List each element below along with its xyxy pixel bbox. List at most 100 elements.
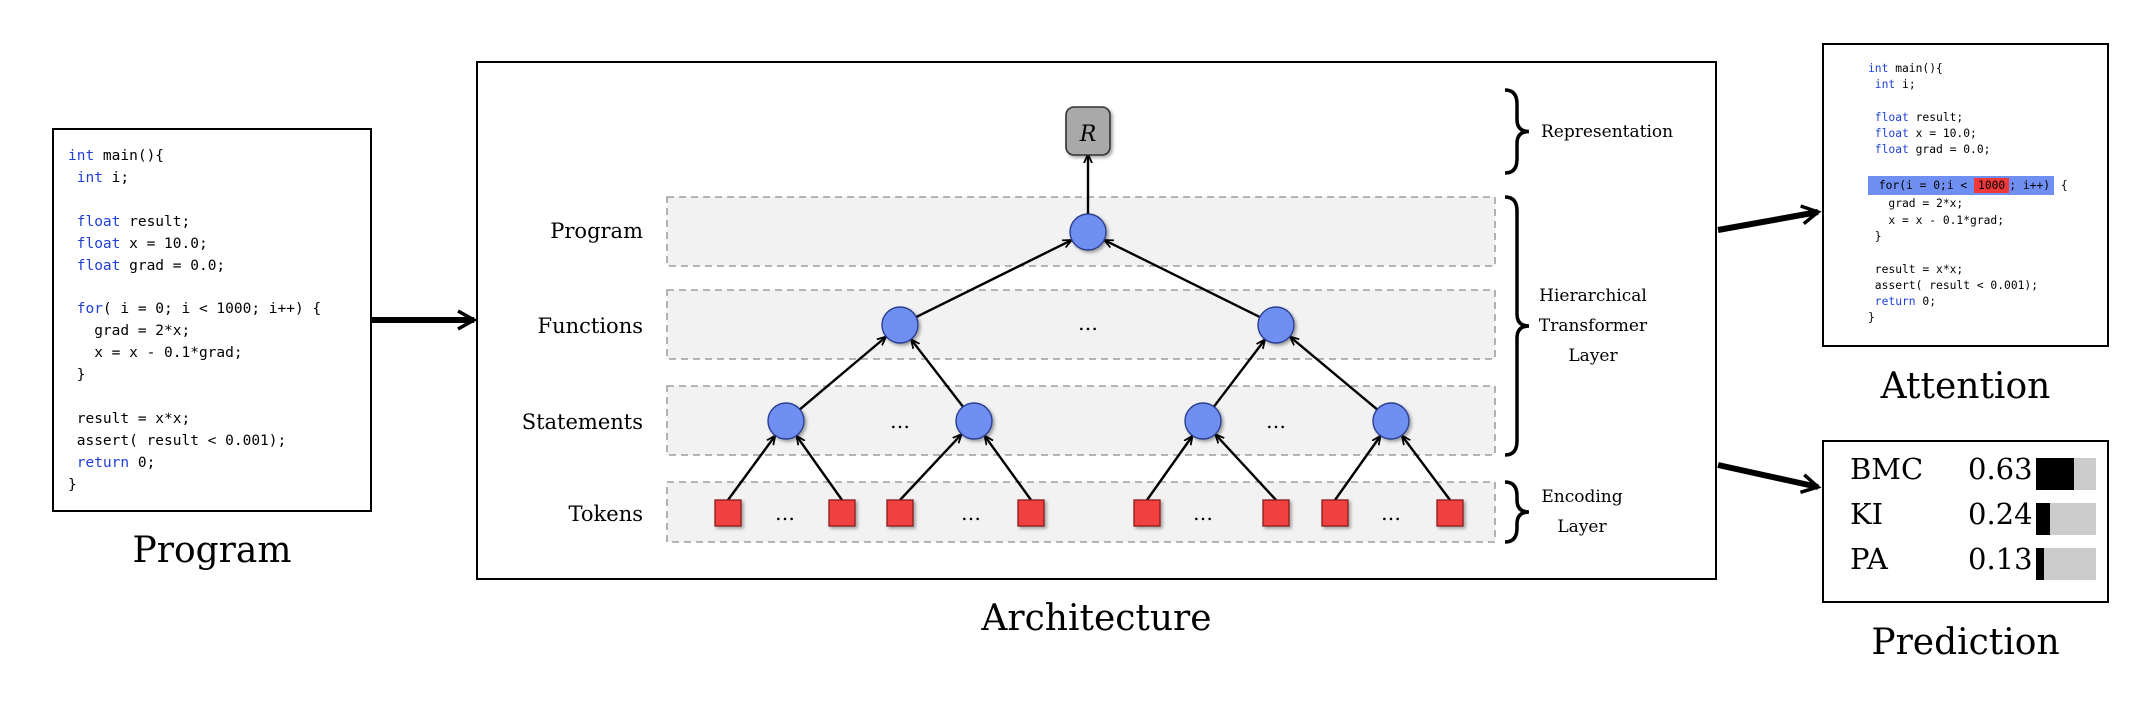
hierarchical-layer-label: Layer [1568, 346, 1618, 366]
layer-band-tokens [666, 481, 1496, 543]
code-line: float result; [1868, 110, 1964, 124]
prediction-bar-fill [2036, 548, 2044, 580]
code-line: } [1868, 311, 1875, 325]
edge-token-to-statement [1334, 437, 1380, 501]
ellipsis: … [1193, 501, 1213, 525]
program-caption: Program [132, 530, 292, 571]
edge-token-to-statement [1402, 436, 1451, 501]
edge-statement-to-function [1291, 337, 1378, 411]
program-node [1069, 213, 1107, 251]
ellipsis: … [961, 501, 981, 525]
architecture-to-attention-arrow [1717, 204, 1822, 233]
edge-token-to-statement [899, 435, 961, 501]
prediction-label: PA [1850, 542, 1888, 576]
code-line: int main(){ [68, 148, 165, 164]
edge-token-to-statement [797, 437, 843, 501]
token-node [1436, 499, 1464, 527]
layer-band-functions [666, 289, 1496, 360]
edge-function-to-program [1105, 240, 1261, 319]
program-code: int main(){ int i; float result; float x… [68, 146, 321, 497]
code-line: assert( result < 0.001); [68, 432, 287, 449]
code-line [1868, 159, 2068, 175]
code-line: float x = 10.0; [68, 235, 208, 252]
token-node [886, 499, 914, 527]
token-node [1262, 499, 1290, 527]
code-line: x = x - 0.1*grad; [1868, 213, 2005, 227]
prediction-label: BMC [1850, 452, 1924, 486]
hierarchical-layer-label: Hierarchical [1539, 286, 1647, 306]
encoding-layer-label: Encoding [1541, 487, 1622, 507]
hierarchical-layer-brace [1504, 195, 1530, 457]
code-line: int i; [1868, 78, 1916, 92]
ellipsis: … [1078, 311, 1098, 335]
code-line: } [68, 367, 86, 384]
prediction-value: 0.13 [1968, 542, 2033, 576]
code-line: grad = 2*x; [1868, 197, 1964, 211]
code-line: result = x*x; [68, 410, 191, 427]
ellipsis: … [1266, 409, 1286, 433]
statement-node [1184, 402, 1222, 440]
token-node [1017, 499, 1045, 527]
code-line: float grad = 0.0; [1868, 143, 1991, 157]
program-code-panel: int main(){ int i; float result; float x… [52, 128, 372, 512]
code-line: float x = 10.0; [1868, 127, 1977, 141]
token-node [1133, 499, 1161, 527]
code-line: result = x*x; [1868, 262, 1964, 276]
attention-code-panel: int main(){ int i; float result; float x… [1822, 43, 2109, 347]
architecture-caption: Architecture [981, 598, 1212, 639]
level-label-functions: Functions [538, 314, 643, 338]
edge-token-to-statement [1216, 435, 1277, 501]
root-label: R [1079, 122, 1097, 147]
code-line: } [68, 476, 77, 493]
encoding-layer-label: Layer [1557, 517, 1607, 537]
code-line: float result; [68, 213, 191, 230]
edge-token-to-statement [985, 436, 1032, 501]
prediction-bar-fill [2036, 503, 2051, 535]
attention-strong-highlight: 1000 [1974, 178, 2010, 194]
representation-brace [1504, 88, 1530, 175]
code-line: grad = 2*x; [68, 323, 191, 340]
code-line: int i; [68, 169, 130, 186]
level-label-statements: Statements [522, 410, 643, 434]
token-node [714, 499, 742, 527]
code-line: x = x - 0.1*grad; [68, 345, 243, 362]
code-line: return 0; [68, 454, 156, 471]
edge-function-to-program [915, 240, 1071, 319]
root-representation-node [1065, 106, 1111, 156]
code-line: return 0; [1868, 295, 1937, 309]
token-node [828, 499, 856, 527]
function-node [1257, 306, 1295, 344]
hierarchical-layer-label: Transformer [1539, 316, 1648, 336]
code-line: } [1868, 229, 1882, 243]
level-label-tokens: Tokens [569, 502, 643, 526]
edge-statement-to-function [798, 337, 886, 411]
ellipsis: … [890, 409, 910, 433]
prediction-bar [2036, 458, 2096, 490]
prediction-bar [2036, 503, 2096, 535]
ellipsis: … [775, 501, 795, 525]
prediction-bar [2036, 548, 2096, 580]
encoding-layer-brace [1504, 480, 1530, 544]
code-line: int main(){ [1868, 62, 1943, 75]
prediction-bar-fill [2036, 458, 2074, 490]
attention-caption: Attention [1880, 366, 2051, 407]
prediction-row: PA 0.13 [1824, 542, 2107, 582]
token-node [1321, 499, 1349, 527]
function-node [881, 306, 919, 344]
code-line [1868, 94, 2068, 110]
prediction-value: 0.24 [1968, 497, 2033, 531]
representation-label: Representation [1541, 122, 1673, 142]
edge-token-to-statement [1146, 437, 1192, 501]
code-line: for( i = 0; i < 1000; i++) { [68, 301, 322, 318]
attention-code: int main(){ int i; float result; float x… [1868, 61, 2068, 327]
code-line [1868, 245, 2068, 261]
code-line: float grad = 0.0; [68, 257, 226, 274]
statement-node [1372, 402, 1410, 440]
edge-statement-to-function [1212, 340, 1265, 408]
architecture-to-prediction-arrow [1717, 462, 1822, 495]
code-line: assert( result < 0.001); [1868, 278, 2039, 292]
